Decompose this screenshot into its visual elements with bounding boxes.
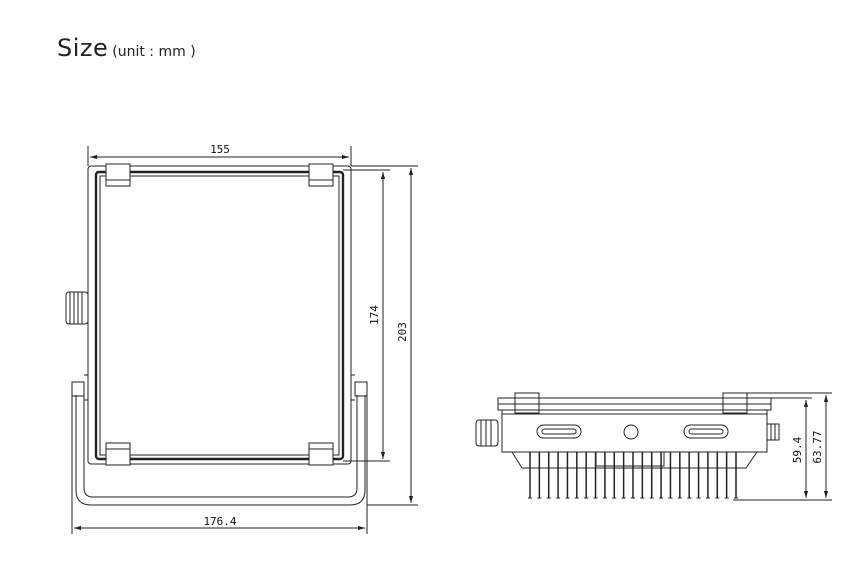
title-unit: (unit : mm ) [112, 44, 196, 60]
heatsink-base [511, 451, 758, 469]
clip-top-left [105, 163, 131, 187]
label-176-4: 176.4 [203, 515, 236, 528]
mounting-bracket [75, 395, 366, 506]
dim-side-body-height: 59.4 [733, 397, 812, 501]
slot-left [536, 424, 582, 439]
front-view: 155 174 203 176.4 [65, 143, 418, 534]
cable-gland-icon [65, 291, 89, 325]
side-view: 59.4 63.77 [475, 392, 832, 501]
label-63-77: 63.77 [811, 430, 824, 463]
clip-bottom-right [308, 442, 334, 466]
center-hole [623, 424, 639, 440]
side-gland-icon [475, 419, 499, 447]
housing-inner-frame [94, 170, 345, 461]
right-pivot [354, 381, 368, 397]
page-title: Size(unit : mm ) [57, 34, 196, 62]
label-174: 174 [368, 305, 381, 325]
housing-outer [87, 165, 352, 465]
dim-front-total-height: 203 [351, 165, 418, 506]
side-knob [766, 423, 780, 441]
dim-side-total-height: 63.77 [747, 392, 832, 501]
label-155: 155 [210, 143, 230, 156]
dim-front-width: 155 [87, 143, 352, 166]
label-59-4: 59.4 [791, 436, 804, 463]
title-size: Size [57, 34, 109, 62]
heatsink-fins [528, 452, 738, 499]
slot-right [683, 424, 729, 439]
left-pivot [71, 381, 85, 397]
clip-bottom-left [105, 442, 131, 466]
clip-top-right [308, 163, 334, 187]
label-203: 203 [396, 322, 409, 342]
dim-bracket-width: 176.4 [71, 396, 368, 534]
